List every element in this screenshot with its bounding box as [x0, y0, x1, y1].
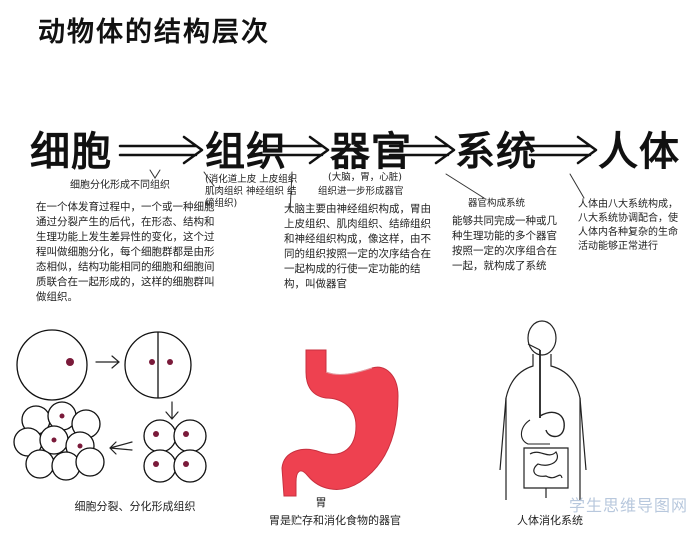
pointer-line	[289, 171, 293, 213]
stage-organ: 器官	[330, 129, 412, 175]
stomach-name: 胃	[315, 496, 327, 509]
double-arrow-icon	[388, 135, 456, 165]
pointer-line	[203, 171, 215, 187]
pointer-line	[569, 173, 585, 199]
stomach-caption: 胃是贮存和消化食物的器官	[269, 514, 401, 527]
digestive-system-illustration	[499, 320, 587, 500]
stage-tissue: 组织	[205, 129, 287, 175]
stage-body: 人体	[598, 129, 680, 175]
arrow-left-icon	[109, 441, 133, 455]
single-cell	[16, 329, 88, 401]
double-arrow-icon	[528, 135, 598, 165]
double-arrow-icon	[258, 135, 330, 165]
organ-paragraph: 大脑主要由神经组织构成，胃由上皮组织、肌肉组织、结缔组织和神经组织构成，像这样，…	[284, 203, 431, 290]
stage-system: 系统	[455, 129, 537, 175]
arrow-down-icon	[165, 401, 179, 420]
stage-cell: 细胞	[30, 129, 112, 175]
stomach-illustration	[281, 349, 399, 497]
cell-paragraph: 在一个体发育过程中，一个或一种细胞通过分裂产生的后代，在形态、结构和生理功能上发…	[36, 201, 215, 303]
double-arrow-icon	[118, 135, 204, 165]
watermark: 学生思维导图网	[568, 496, 688, 515]
body-paragraph: 人体由八大系统构成，八大系统协调配合，使人体内各种复杂的生命活动能够正常进行	[578, 199, 678, 252]
nucleus	[66, 358, 74, 366]
cell-division-diagram	[13, 329, 207, 483]
pointer-line	[445, 173, 485, 199]
page-title: 动物体的结构层次	[38, 17, 270, 48]
organ-examples: (大脑，胃，心脏)	[328, 172, 402, 183]
caret-up-icon	[149, 169, 161, 179]
system-label: 器官构成系统	[468, 198, 526, 209]
tissue-types-note: (消化道上皮 上皮组织 肌肉组织 神经组织 结缔组织)	[205, 174, 298, 209]
cell-differentiation-label: 细胞分化形成不同组织	[70, 180, 170, 191]
digestive-caption: 人体消化系统	[517, 514, 583, 527]
arrow-right-icon	[95, 355, 120, 369]
cells-caption: 细胞分裂、分化形成组织	[74, 500, 196, 513]
organ-label: 组织进一步形成器官	[318, 186, 404, 197]
system-paragraph: 能够共同完成一种或几种生理功能的多个器官按照一定的次序组合在一起，就构成了系统	[452, 215, 557, 272]
